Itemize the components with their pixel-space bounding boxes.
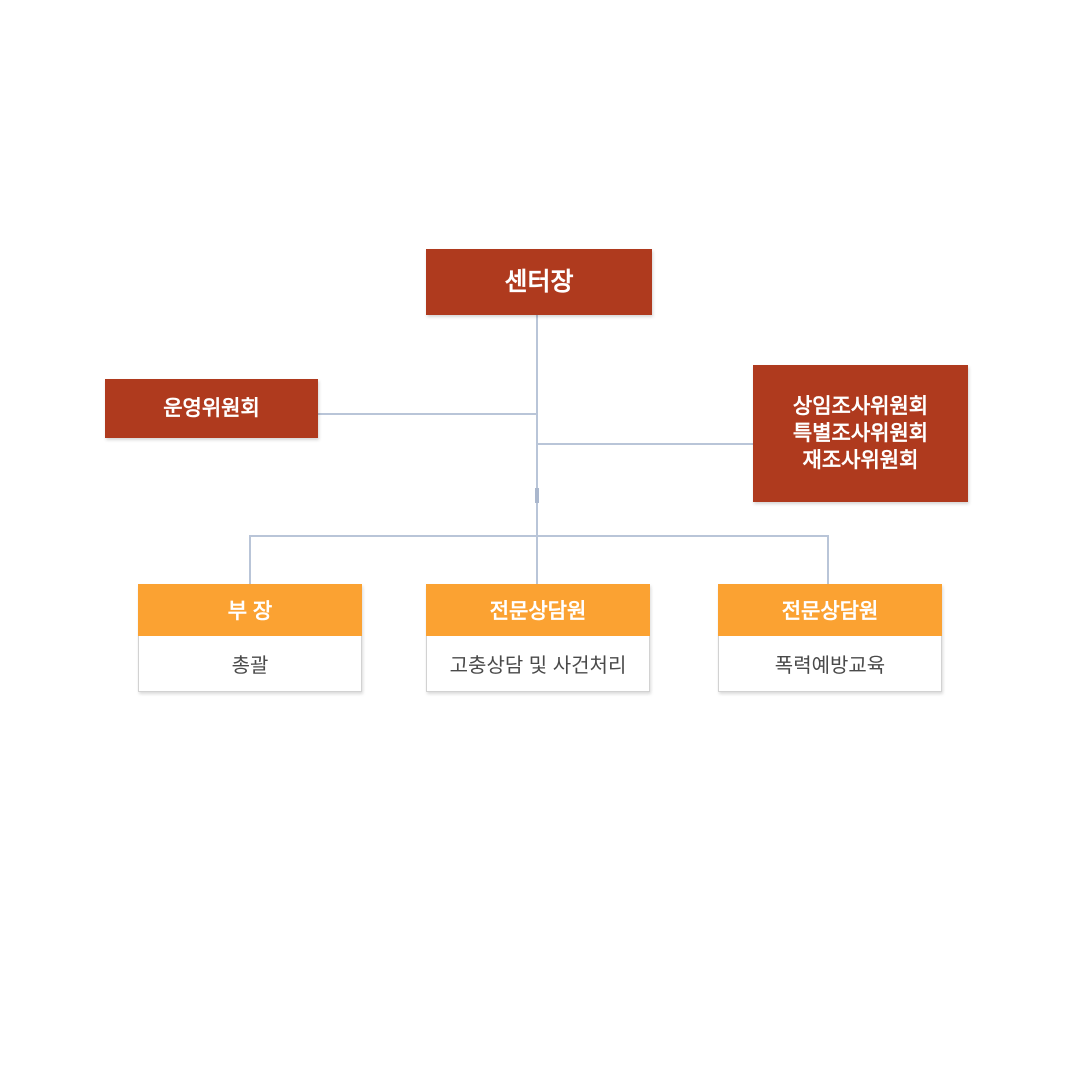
node-department-head-title: 부 장 <box>138 584 362 636</box>
node-operating-committee-label: 운영위원회 <box>163 396 260 420</box>
node-investigation-committee-special: 특별조사위원회 <box>792 421 929 445</box>
node-investigation-committees[interactable]: 상임조사위원회 특별조사위원회 재조사위원회 <box>753 365 968 502</box>
node-operating-committee[interactable]: 운영위원회 <box>105 379 318 438</box>
node-counselor-grievance-duty: 고충상담 및 사건처리 <box>426 636 650 692</box>
node-counselor-grievance[interactable]: 전문상담원 고충상담 및 사건처리 <box>426 584 650 692</box>
connector-to-operating-committee <box>318 413 537 415</box>
connector-trunk-vertical <box>536 315 538 537</box>
node-department-head-duty: 총괄 <box>138 636 362 692</box>
node-investigation-committees-lines: 상임조사위원회 특별조사위원회 재조사위원회 <box>793 393 928 475</box>
node-center-director[interactable]: 센터장 <box>426 249 652 315</box>
node-department-head[interactable]: 부 장 총괄 <box>138 584 362 692</box>
connector-drop-counselor-2 <box>827 535 829 584</box>
connector-trunk-stub <box>535 488 539 503</box>
connector-distribution-bar <box>249 535 829 537</box>
connector-drop-counselor-1 <box>536 535 538 584</box>
node-counselor-prevention[interactable]: 전문상담원 폭력예방교육 <box>718 584 942 692</box>
node-counselor-grievance-title: 전문상담원 <box>426 584 650 636</box>
node-investigation-committee-standing: 상임조사위원회 <box>792 394 929 418</box>
connector-to-investigation-committees <box>536 443 754 445</box>
node-center-director-label: 센터장 <box>504 267 574 296</box>
node-counselor-prevention-title: 전문상담원 <box>718 584 942 636</box>
connector-drop-buljang <box>249 535 251 584</box>
node-counselor-prevention-duty: 폭력예방교육 <box>718 636 942 692</box>
node-investigation-committee-reinvestigation: 재조사위원회 <box>802 449 919 473</box>
